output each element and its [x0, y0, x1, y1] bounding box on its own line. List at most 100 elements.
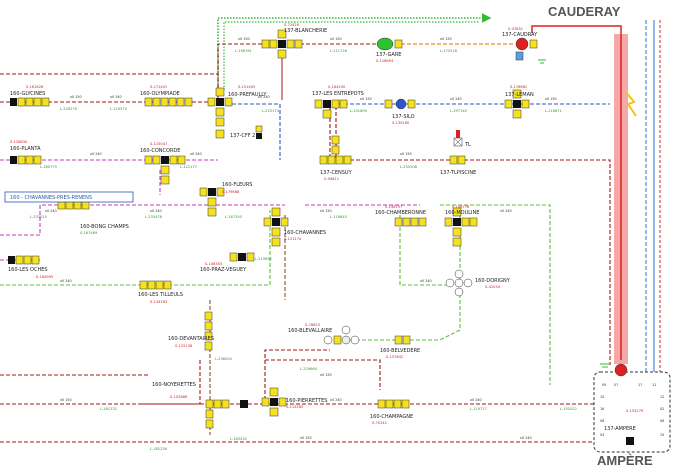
ampere-panel [593, 363, 671, 453]
cable-id: L-180775 [40, 165, 57, 169]
station-name: 137-CENSUY [320, 170, 353, 176]
lightning-icon [625, 91, 637, 117]
station-code: S-179688 [222, 190, 240, 194]
censuy-switch [319, 135, 352, 165]
ampere-port-09: 09 [602, 383, 606, 387]
station-name: 160-NOYERETTES [152, 382, 196, 388]
champagne-switch [377, 399, 410, 409]
cable-label: x0 240 [450, 97, 462, 101]
cable-label: x0 150 [360, 97, 372, 101]
station-code: S-146197 [385, 205, 402, 209]
ampere-port-06: 06 [660, 419, 664, 423]
cable-id: L-119717 [470, 407, 487, 411]
cable-label: x0 240 [258, 95, 270, 99]
noyerettes-switch [205, 399, 248, 429]
station-code: S-134163 [150, 300, 167, 304]
ampere-port-03: 03 [600, 433, 604, 437]
cable-label: x0 150 [440, 37, 452, 41]
cable-label: x0 240 [330, 398, 342, 402]
olympiade-switch [144, 97, 193, 107]
cable-id: L-228276 [60, 107, 78, 111]
station-name: 137-BLANCHERIE [284, 28, 327, 34]
station-code: S-161828 [26, 85, 44, 89]
station-name: 160-BELVEDERE [380, 348, 420, 354]
blevallaire-switch [323, 325, 360, 345]
pierrettes-switch [261, 387, 287, 417]
station-name: 160-BLEVALLAIRE [288, 328, 332, 334]
tilleuls-switch [139, 280, 172, 290]
station-code: S-102668 [170, 395, 188, 399]
planta-switch [10, 155, 42, 165]
station-name: 137-AMPERE [604, 426, 636, 432]
cable-id: L-172516 [440, 49, 458, 53]
station-name: 137-LES ENTREPOTS [312, 91, 364, 97]
gare-switch [376, 37, 403, 51]
station-name: 160-FLEURS [222, 182, 252, 188]
station-code: S-178662 [510, 85, 527, 89]
area-box-label: 160 - CHAVANNES-PRES-RENENS [10, 195, 92, 201]
ampere-port-08: 08 [600, 419, 604, 423]
cable-id: L-229664 [300, 367, 318, 371]
station-code: S-76623 [305, 323, 320, 327]
cable-id: L-233015 [30, 215, 47, 219]
cable-label: x0 150 [320, 209, 332, 213]
station-name: 160-OLYMPIADE [140, 91, 180, 97]
station-name: 160-GLYCINES [10, 91, 45, 97]
green-dotted-top-2 [223, 21, 480, 90]
station-name: 160-PLANTA [10, 146, 41, 152]
cable-id: L-182236 [150, 447, 168, 451]
ampere-port-02: 02 [660, 407, 664, 411]
mouline-switch [444, 207, 478, 247]
station-code: S-146776 [452, 205, 470, 209]
station-code: S-115047 [150, 142, 167, 146]
cable-id: L-152022 [560, 407, 577, 411]
station-name: 160-DEVANTAIRES [168, 336, 214, 342]
chamberonne-switch [394, 217, 427, 227]
cable-id: L-131809 [350, 109, 368, 113]
cable-id: L-211726 [330, 49, 348, 53]
cable-label: x0 240 [470, 398, 482, 402]
leman-switch [504, 89, 530, 119]
silo-switch [384, 98, 416, 110]
cable-id: L-233476 [145, 215, 163, 219]
green-dotted-top [217, 13, 492, 90]
station-code: S-70141 [372, 421, 387, 425]
cable-id: L-216671 [545, 109, 562, 113]
cable-id: L-235208 [400, 165, 418, 169]
cable-label: x0 240 [190, 152, 202, 156]
caudray-switch [515, 37, 546, 64]
ampere-port-12: 12 [660, 395, 664, 399]
cable-id: L-196761 [235, 49, 252, 53]
chavannes-switch [263, 207, 289, 247]
station-name: 137-TLPISCINE [440, 170, 476, 176]
station-name: 160-CHAMPAGNE [370, 414, 413, 420]
cable-label: x0 240 [500, 209, 512, 213]
station-name: 160-PIERRETTES [286, 398, 327, 404]
tlpiscine-switch [449, 130, 466, 165]
station-name: 160-CHAMBERONNE [375, 210, 426, 216]
station-code: S-94811 [324, 177, 339, 181]
belvedere-switch [394, 335, 411, 345]
cable-id: L-129574 [110, 107, 128, 111]
cable-label: x0 150 [238, 37, 250, 41]
cable-label: x0 240 [150, 209, 162, 213]
area-box [4, 191, 134, 203]
station-name: 137-CFF 2 [230, 133, 255, 139]
ampere-port-10: 10 [600, 395, 604, 399]
station-name: 137-CAUDRAY [502, 32, 538, 38]
station-code: S-151405 [238, 85, 255, 89]
station-name: 160-PREFAULLY [228, 92, 267, 98]
station-name: 160-BONG CHAMPS [80, 224, 129, 230]
station-code: S-115285 [286, 405, 303, 409]
prazvegueu-switch [229, 252, 255, 262]
station-code: S-72420 [284, 23, 300, 27]
cable-id: L-225173 [262, 109, 279, 113]
station-code: S-41034 [485, 285, 501, 289]
devantaires-switch [204, 311, 213, 351]
oches-switch [8, 255, 40, 265]
station-name: 137-GARE [376, 52, 401, 58]
station-name: 137-LEMAN [505, 92, 534, 98]
cable-label: x0 240 [45, 209, 57, 213]
glycines-switch [10, 97, 50, 107]
